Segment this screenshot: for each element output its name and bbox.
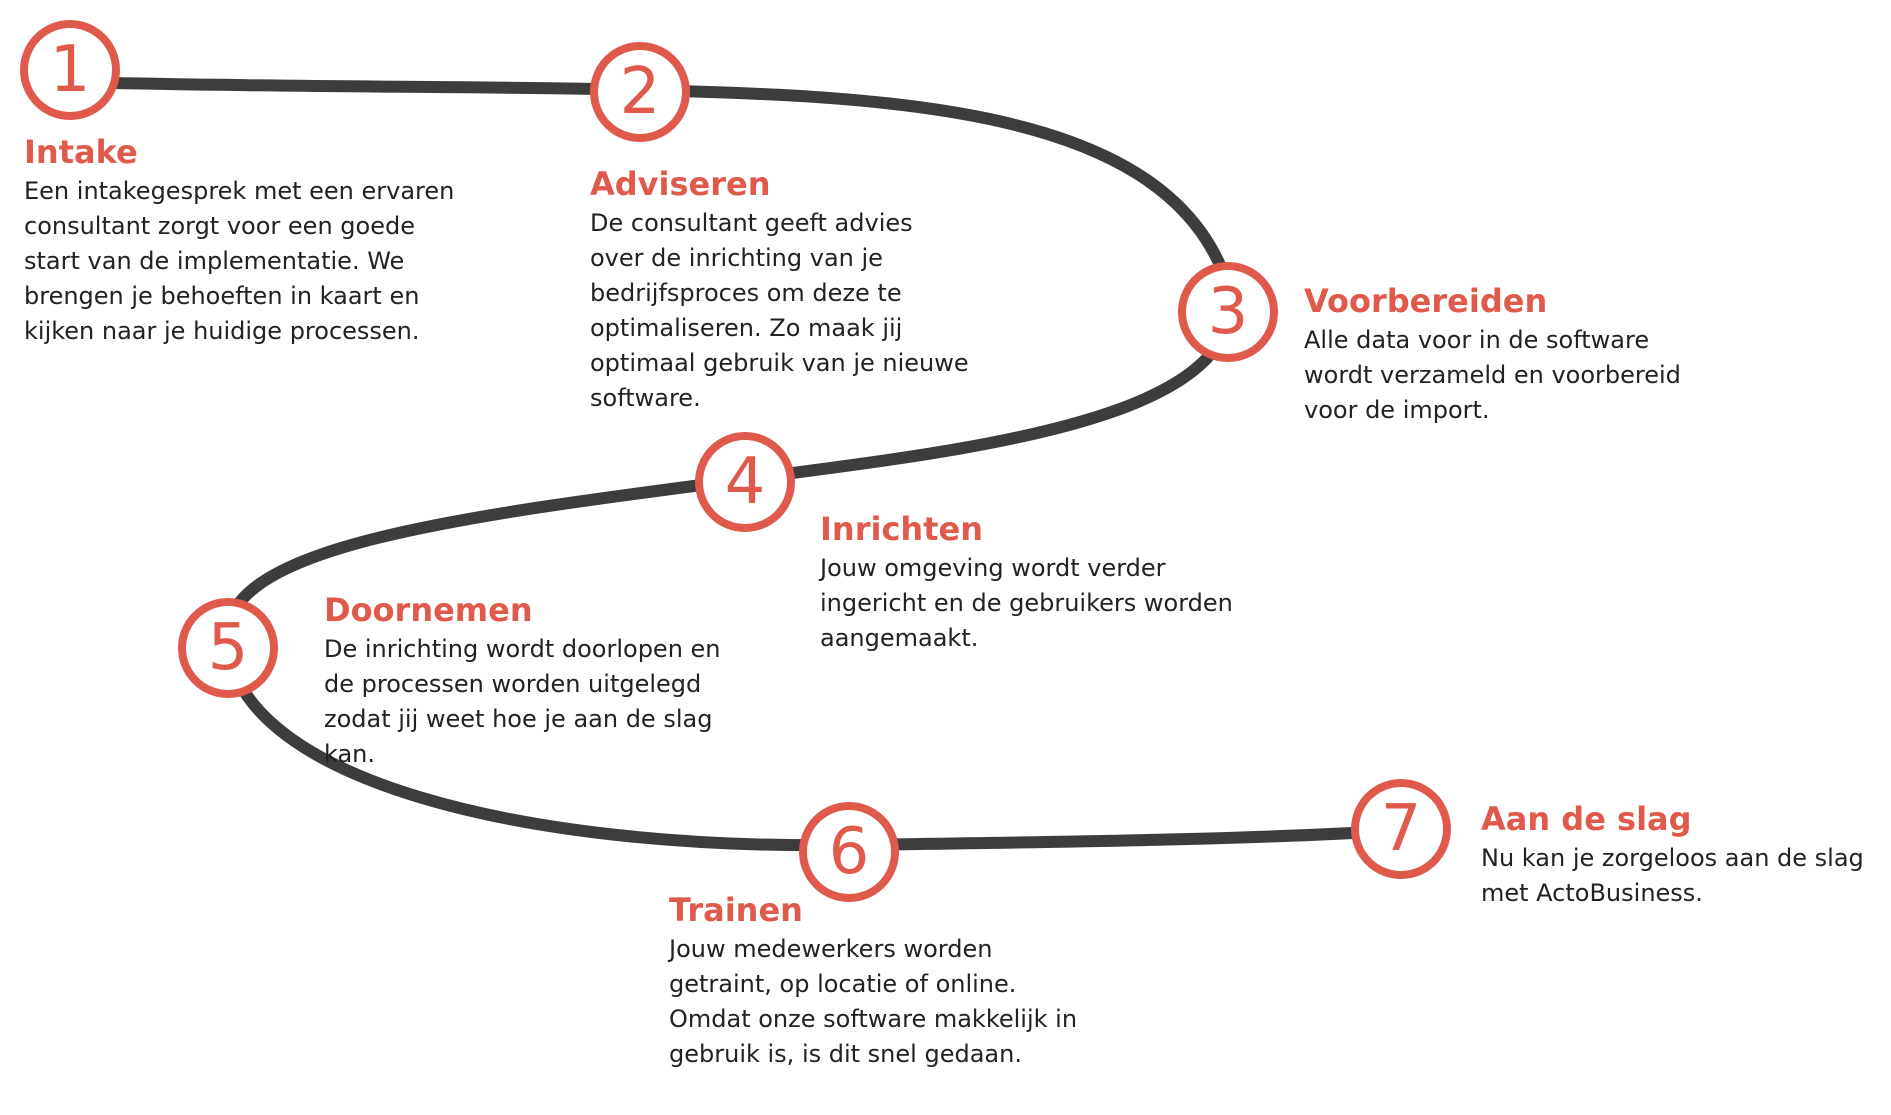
step-1-description: Een intakegesprek met een ervaren consul… — [24, 177, 455, 345]
step-7-description: Nu kan je zorgeloos aan de slag met Acto… — [1481, 844, 1864, 907]
step-2-number: 2 — [619, 55, 661, 129]
step-6-number: 6 — [828, 815, 870, 889]
step-3-description: Alle data voor in de software wordt verz… — [1304, 326, 1681, 424]
step-3-number: 3 — [1207, 275, 1249, 349]
step-6-badge: 6 — [799, 802, 899, 902]
step-5-title: Doornemen — [324, 591, 533, 629]
step-5-description: De inrichting wordt doorlopen en de proc… — [324, 635, 721, 768]
step-7: Aan de slag Nu kan je zorgeloos aan de s… — [1481, 801, 1881, 911]
step-1-badge: 1 — [20, 20, 120, 120]
step-7-badge: 7 — [1351, 779, 1451, 879]
step-4: Inrichten Jouw omgeving wordt verder ing… — [820, 511, 1240, 656]
step-3-title: Voorbereiden — [1304, 282, 1548, 320]
step-4-description: Jouw omgeving wordt verder ingericht en … — [820, 554, 1233, 652]
step-4-badge: 4 — [695, 432, 795, 532]
step-6-title: Trainen — [669, 891, 803, 929]
step-1: Intake Een intakegesprek met een ervaren… — [24, 134, 464, 349]
step-1-number: 1 — [49, 33, 91, 107]
step-5-number: 5 — [207, 611, 249, 685]
step-2: Adviseren De consultant geeft advies ove… — [590, 166, 970, 416]
step-7-title: Aan de slag — [1481, 800, 1692, 838]
step-3-badge: 3 — [1178, 262, 1278, 362]
step-2-description: De consultant geeft advies over de inric… — [590, 209, 969, 412]
step-1-title: Intake — [24, 133, 138, 171]
step-7-number: 7 — [1380, 792, 1422, 866]
step-2-title: Adviseren — [590, 165, 771, 203]
step-6: Trainen Jouw medewerkers worden getraint… — [669, 892, 1089, 1072]
step-5-badge: 5 — [178, 598, 278, 698]
step-5: Doornemen De inrichting wordt doorlopen … — [324, 592, 744, 772]
step-2-badge: 2 — [590, 42, 690, 142]
step-6-description: Jouw medewerkers worden getraint, op loc… — [669, 935, 1078, 1068]
step-4-title: Inrichten — [820, 510, 983, 548]
step-4-number: 4 — [724, 445, 766, 519]
step-3: Voorbereiden Alle data voor in de softwa… — [1304, 283, 1724, 428]
